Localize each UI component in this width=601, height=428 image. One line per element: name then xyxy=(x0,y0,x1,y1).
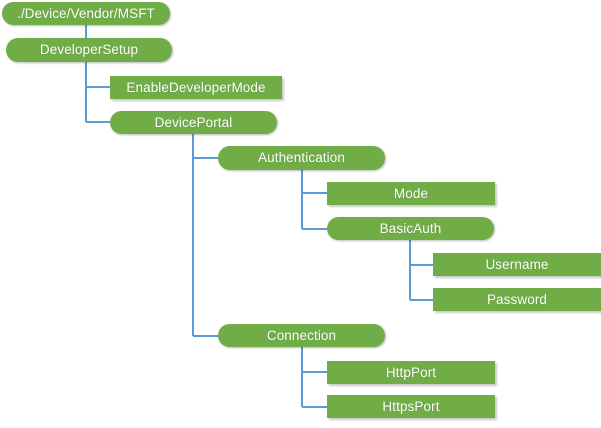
node-basicauth[interactable]: BasicAuth xyxy=(327,217,494,240)
node-username[interactable]: Username xyxy=(433,253,601,276)
node-httpsport-label: HttpsPort xyxy=(382,398,440,414)
node-username-label: Username xyxy=(485,256,549,272)
node-enabledevelopermode-label: EnableDeveloperMode xyxy=(126,79,266,95)
node-httpsport[interactable]: HttpsPort xyxy=(327,395,495,418)
node-enabledevelopermode[interactable]: EnableDeveloperMode xyxy=(110,76,282,99)
node-connection-label: Connection xyxy=(266,327,337,343)
node-developersetup-label: DeveloperSetup xyxy=(39,42,139,58)
node-connection[interactable]: Connection xyxy=(218,324,385,347)
node-password[interactable]: Password xyxy=(433,288,601,311)
node-deviceportal-label: DevicePortal xyxy=(154,114,233,130)
node-developersetup[interactable]: DeveloperSetup xyxy=(6,38,172,62)
node-basicauth-label: BasicAuth xyxy=(379,220,442,236)
node-root[interactable]: ./Device/Vendor/MSFT xyxy=(2,2,170,25)
node-httpport-label: HttpPort xyxy=(385,364,437,380)
node-mode[interactable]: Mode xyxy=(327,182,495,205)
node-httpport[interactable]: HttpPort xyxy=(327,361,495,384)
node-authentication[interactable]: Authentication xyxy=(218,146,385,170)
node-password-label: Password xyxy=(486,291,548,307)
node-root-label: ./Device/Vendor/MSFT xyxy=(17,5,155,21)
node-authentication-label: Authentication xyxy=(258,150,345,166)
node-deviceportal[interactable]: DevicePortal xyxy=(110,111,277,134)
node-mode-label: Mode xyxy=(393,185,429,201)
